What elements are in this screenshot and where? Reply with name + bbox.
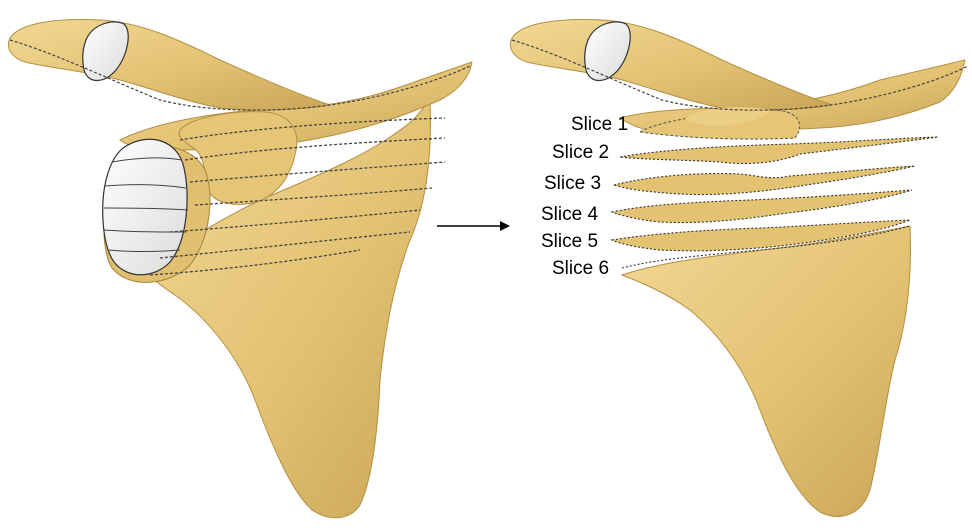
slice-label-3: Slice 3 <box>544 173 601 195</box>
slice-label-6: Slice 6 <box>552 258 609 280</box>
intact-scapula <box>8 20 472 518</box>
slice-3-shape <box>614 166 915 195</box>
sliced-body <box>622 226 910 516</box>
slice-2-shape <box>620 137 938 164</box>
slice-4-shape <box>612 190 912 223</box>
slice-label-1: Slice 1 <box>571 114 628 136</box>
acromion <box>8 20 330 111</box>
glenoid-cartilage <box>103 139 187 275</box>
slice-label-5: Slice 5 <box>541 231 598 253</box>
sliced-acromion <box>510 20 832 111</box>
transition-arrow <box>437 221 510 231</box>
slice-label-4: Slice 4 <box>541 204 598 226</box>
slice-label-2: Slice 2 <box>552 142 609 164</box>
